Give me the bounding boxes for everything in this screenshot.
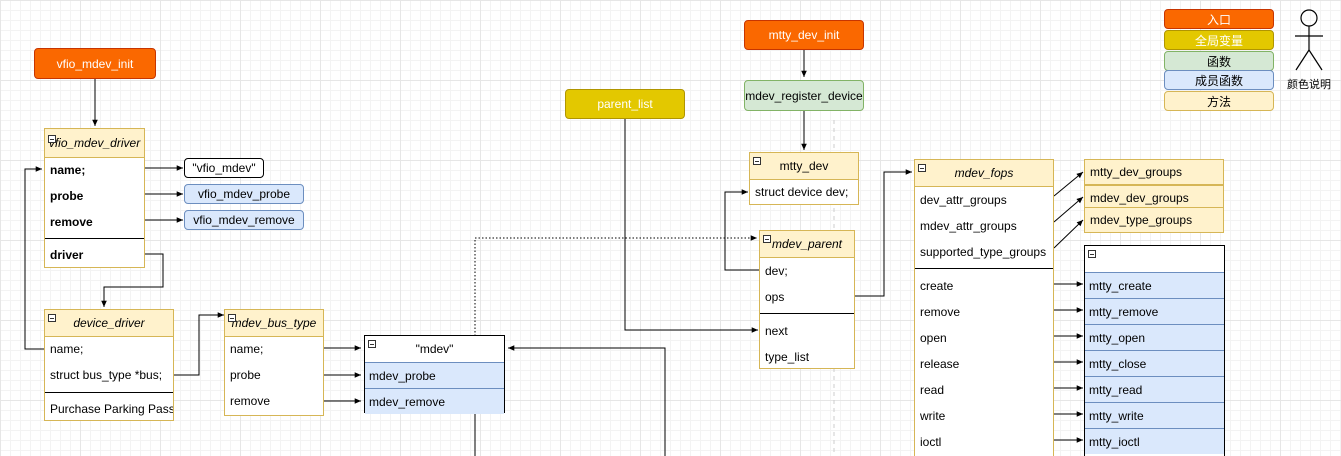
mdev-register-device-node[interactable]: mdev_register_device (744, 80, 864, 111)
field-open: open (920, 331, 947, 345)
mdev-probe-row[interactable]: mdev_probe (365, 362, 504, 388)
vfio-mdev-driver-table[interactable]: vfio_mdev_driver name; probe remove driv… (44, 128, 145, 268)
mdev-string-title: "mdev" (415, 342, 454, 356)
mtty-ops-table[interactable]: mtty_create mtty_remove mtty_open mtty_c… (1084, 245, 1225, 456)
vfio-mdev-driver-title: vfio_mdev_driver (45, 129, 144, 158)
legend-caption: 颜色说明 (1287, 79, 1331, 91)
divider (915, 268, 1053, 269)
legend-member-func: 成员函数 (1164, 70, 1274, 90)
field-remove: remove (920, 305, 961, 319)
mtty-read-row[interactable]: mtty_read (1085, 376, 1224, 402)
divider (760, 313, 854, 314)
mdev-fops-table[interactable]: mdev_fops dev_attr_groups mdev_attr_grou… (914, 159, 1054, 456)
vfio-mdev-probe-node[interactable]: vfio_mdev_probe (184, 184, 304, 204)
divider (45, 238, 144, 239)
vfio-mdev-init-node[interactable]: vfio_mdev_init (34, 48, 156, 79)
field-struct-device-dev: struct device dev; (755, 185, 849, 199)
field-supported-type-groups: supported_type_groups (920, 245, 1047, 259)
mdev-fops-title: mdev_fops (915, 160, 1053, 187)
actor-icon (1295, 9, 1323, 71)
mdev-parent-table[interactable]: mdev_parent dev; ops next type_list (759, 230, 855, 369)
mdev-bus-type-table[interactable]: mdev_bus_type name; probe remove (224, 309, 324, 416)
collapse-icon[interactable] (228, 314, 236, 322)
collapse-icon[interactable] (763, 235, 771, 243)
field-name: name; (50, 342, 84, 356)
divider (45, 392, 173, 393)
field-dev: dev; (765, 264, 788, 278)
collapse-icon[interactable] (368, 340, 376, 348)
field-dev-attr-groups: dev_attr_groups (920, 193, 1007, 207)
field-remove: remove (50, 215, 93, 229)
field-read: read (920, 383, 945, 397)
mtty-create-row[interactable]: mtty_create (1085, 272, 1224, 298)
legend-entry: 入口 (1164, 9, 1274, 29)
vfio-mdev-remove-node[interactable]: vfio_mdev_remove (184, 210, 304, 230)
field-probe: probe (230, 368, 261, 382)
field-next: next (765, 324, 788, 338)
collapse-icon[interactable] (48, 135, 56, 143)
mtty-dev-init-node[interactable]: mtty_dev_init (744, 20, 864, 50)
field-remove: remove (230, 394, 271, 408)
mdev-string-table[interactable]: "mdev" mdev_probe mdev_remove (364, 335, 505, 414)
mdev-bus-type-title: mdev_bus_type (225, 310, 323, 337)
mtty-ioctl-row[interactable]: mtty_ioctl (1085, 428, 1224, 454)
legend-global: 全局变量 (1164, 30, 1274, 50)
field-ioctl: ioctl (920, 435, 942, 449)
field-probe: probe (50, 189, 84, 203)
mtty-remove-row[interactable]: mtty_remove (1085, 298, 1224, 324)
field-release: release (920, 357, 960, 371)
mtty-dev-table[interactable]: mtty_dev struct device dev; (749, 152, 859, 205)
legend-func: 函数 (1164, 51, 1274, 71)
mtty-close-row[interactable]: mtty_close (1085, 350, 1224, 376)
collapse-icon[interactable] (753, 157, 761, 165)
collapse-icon[interactable] (918, 164, 926, 172)
field-mdev-attr-groups: mdev_attr_groups (920, 219, 1017, 233)
mtty-dev-title: mtty_dev (750, 153, 858, 180)
field-purchase-parking-pass: Purchase Parking Pass (50, 402, 173, 416)
mdev-type-groups-node[interactable]: mdev_type_groups (1084, 207, 1224, 233)
parent-list-node[interactable]: parent_list (565, 89, 685, 119)
collapse-icon[interactable] (1088, 250, 1096, 258)
legend-method: 方法 (1164, 91, 1274, 111)
field-driver: driver (50, 248, 84, 262)
mtty-write-row[interactable]: mtty_write (1085, 402, 1224, 428)
mdev-parent-title: mdev_parent (760, 231, 854, 258)
field-create: create (920, 279, 954, 293)
mdev-dev-groups-node[interactable]: mdev_dev_groups (1084, 185, 1224, 211)
mdev-remove-row[interactable]: mdev_remove (365, 388, 504, 414)
field-name: name; (230, 342, 264, 356)
device-driver-title: device_driver (45, 310, 173, 337)
collapse-icon[interactable] (48, 314, 56, 322)
field-bus: struct bus_type *bus; (50, 368, 163, 382)
vfio-mdev-string: "vfio_mdev" (184, 158, 264, 178)
mtty-open-row[interactable]: mtty_open (1085, 324, 1224, 350)
mtty-dev-groups-node[interactable]: mtty_dev_groups (1084, 159, 1224, 185)
field-type-list: type_list (765, 350, 810, 364)
device-driver-table[interactable]: device_driver name; struct bus_type *bus… (44, 309, 174, 421)
field-ops: ops (765, 290, 785, 304)
field-write: write (920, 409, 946, 423)
field-name: name; (50, 163, 86, 177)
